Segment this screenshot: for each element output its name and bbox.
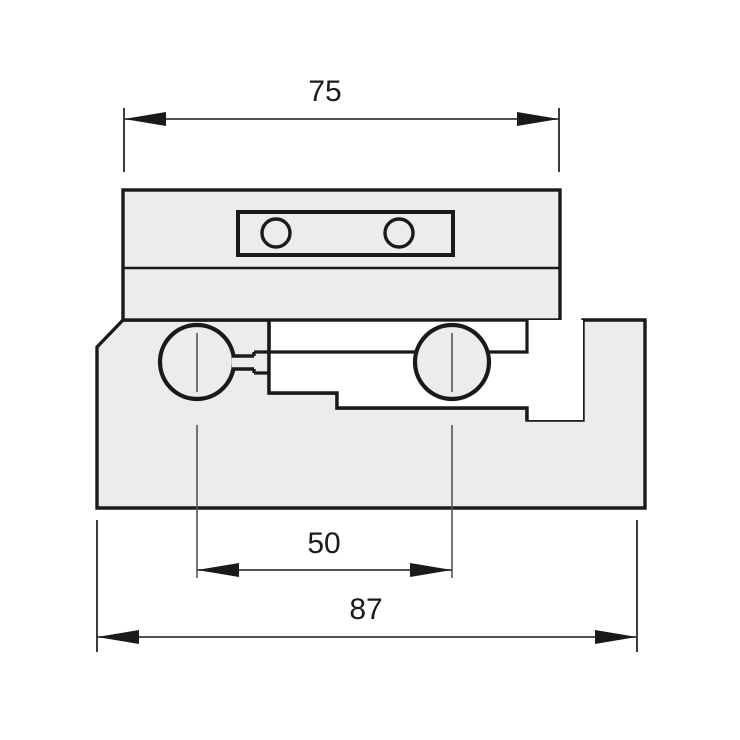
dim-87-arrow-left-icon bbox=[97, 630, 139, 644]
slot-hole-left-icon bbox=[260, 217, 292, 249]
dim-75-label: 75 bbox=[308, 75, 341, 108]
dimension-hole-spacing: 50 bbox=[197, 527, 452, 577]
central-pocket-bottom-edge bbox=[269, 391, 529, 420]
dim-50-arrow-left-icon bbox=[197, 563, 239, 577]
dim-75-arrow-right-icon bbox=[517, 112, 559, 126]
central-pocket-right-edge bbox=[487, 320, 529, 354]
left-bore-keyway bbox=[232, 356, 254, 369]
left-bore-keyway-connector bbox=[254, 350, 269, 375]
dim-75-arrow-left-icon bbox=[124, 112, 166, 126]
dimension-width-overall: 87 bbox=[96, 520, 638, 652]
dimension-width-top: 75 bbox=[123, 75, 560, 172]
dim-87-label: 87 bbox=[349, 593, 382, 626]
dim-50-arrow-right-icon bbox=[410, 563, 452, 577]
dim-50-label: 50 bbox=[307, 527, 340, 560]
slot-hole-right-icon bbox=[383, 217, 415, 249]
dim-87-arrow-right-icon bbox=[595, 630, 637, 644]
left-bore-keyway-edges bbox=[232, 354, 254, 371]
